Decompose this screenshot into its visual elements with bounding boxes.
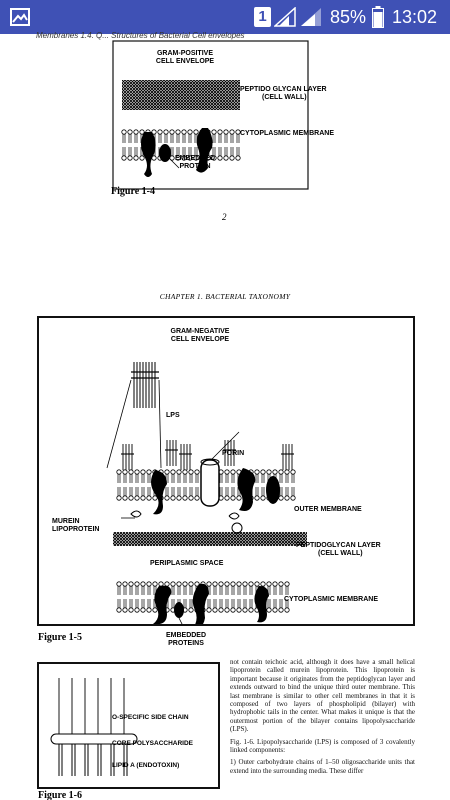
figure-1-5-caption: Figure 1-5	[38, 632, 82, 643]
label-periplasmic-space: PERIPLASMIC SPACE	[150, 560, 224, 567]
body-text-column: not contain teichoic acid, although it d…	[230, 658, 415, 779]
label-murein-lipoprotein: MUREIN LIPOPROTEIN	[52, 518, 100, 533]
label-peptidoglycan-layer: PEPTIDO GLYCAN LAYER (CELL WALL)	[240, 86, 327, 101]
gram-negative-diagram	[106, 362, 307, 624]
gallery-app-icon	[10, 8, 30, 26]
battery-icon	[372, 6, 384, 28]
cropped-page-header: Membranes 1.4. Q... Structures of Bacter…	[36, 31, 245, 40]
status-bar: 1 85% 13:02	[0, 0, 450, 34]
figure-1-4-caption: Figure 1-4	[111, 186, 155, 197]
signal-strength-icon	[301, 8, 321, 26]
label-outer-membrane: OUTER MEMBRANE	[294, 506, 362, 513]
signal-strength-icon	[274, 7, 296, 27]
label-cytoplasmic-membrane: CYTOPLASMIC MEMBRANE	[240, 130, 334, 137]
label-o-specific-side-chain: O-SPECIFIC SIDE CHAIN	[112, 714, 189, 721]
body-paragraph: 1) Outer carbohydrate chains of 1–50 oli…	[230, 758, 415, 775]
figure-1-6-frame	[37, 662, 220, 789]
figure-1-4-title: GRAM-POSITIVE CELL ENVELOPE	[155, 50, 215, 65]
gram-positive-diagram	[112, 40, 309, 190]
figure-1-5-title: GRAM-NEGATIVE CELL ENVELOPE	[170, 328, 230, 343]
label-lipid-a: LIPID A (ENDOTOXIN)	[112, 762, 180, 769]
page-number: 2	[222, 212, 227, 222]
label-embedded-proteins: EMBEDDED PROTEINS	[165, 632, 207, 647]
label-porin: PORIN	[222, 450, 245, 457]
label-core-polysaccharide: CORE POLYSACCHARIDE	[112, 740, 194, 747]
label-peptidoglycan-layer: PEPTIDOGLYCAN LAYER (CELL WALL)	[296, 542, 381, 557]
body-paragraph: Fig. 1-6. Lipopolysaccharide (LPS) is co…	[230, 737, 415, 755]
label-cytoplasmic-membrane: CYTOPLASMIC MEMBRANE	[284, 596, 378, 603]
label-lps: LPS	[166, 412, 180, 419]
sim-slot-indicator: 1	[254, 7, 271, 27]
pdf-page-view[interactable]: Membranes 1.4. Q... Structures of Bacter…	[0, 31, 450, 800]
body-paragraph: not contain teichoic acid, although it d…	[230, 658, 415, 734]
battery-percentage: 85%	[330, 7, 367, 27]
lps-structure-diagram	[50, 678, 138, 776]
label-embedded-protein: EMBEDDED PROTEIN	[174, 155, 216, 170]
chapter-header: CHAPTER 1. BACTERIAL TAXONOMY	[159, 292, 291, 301]
figure-1-6-caption: Figure 1-6	[38, 790, 82, 800]
figure-1-5-frame	[37, 316, 415, 626]
clock: 13:02	[392, 7, 438, 27]
